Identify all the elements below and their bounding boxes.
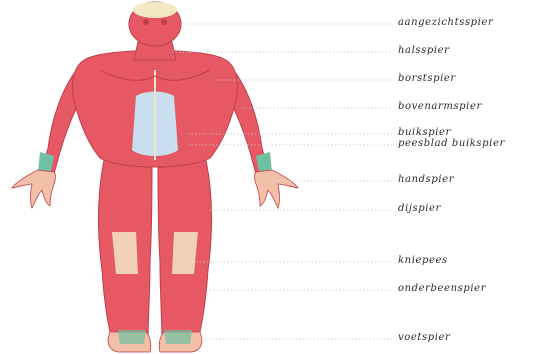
label-aangezichtsspier: aangezichtsspier	[398, 18, 493, 28]
muscle-body	[12, 2, 298, 352]
label-halsspier: halsspier	[398, 46, 450, 56]
label-buikspier: buikspier	[398, 128, 451, 138]
label-voetspier: voetspier	[398, 333, 450, 343]
label-bovenarmspier: bovenarmspier	[398, 102, 482, 112]
label-onderbeenspier: onderbeenspier	[398, 284, 486, 294]
label-borstspier: borstspier	[398, 74, 456, 84]
label-kniepees: kniepees	[398, 256, 448, 266]
label-dijspier: dijspier	[398, 204, 441, 214]
label-peesblad-buikspier: peesblad buikspier	[398, 139, 505, 149]
label-handspier: handspier	[398, 175, 454, 185]
